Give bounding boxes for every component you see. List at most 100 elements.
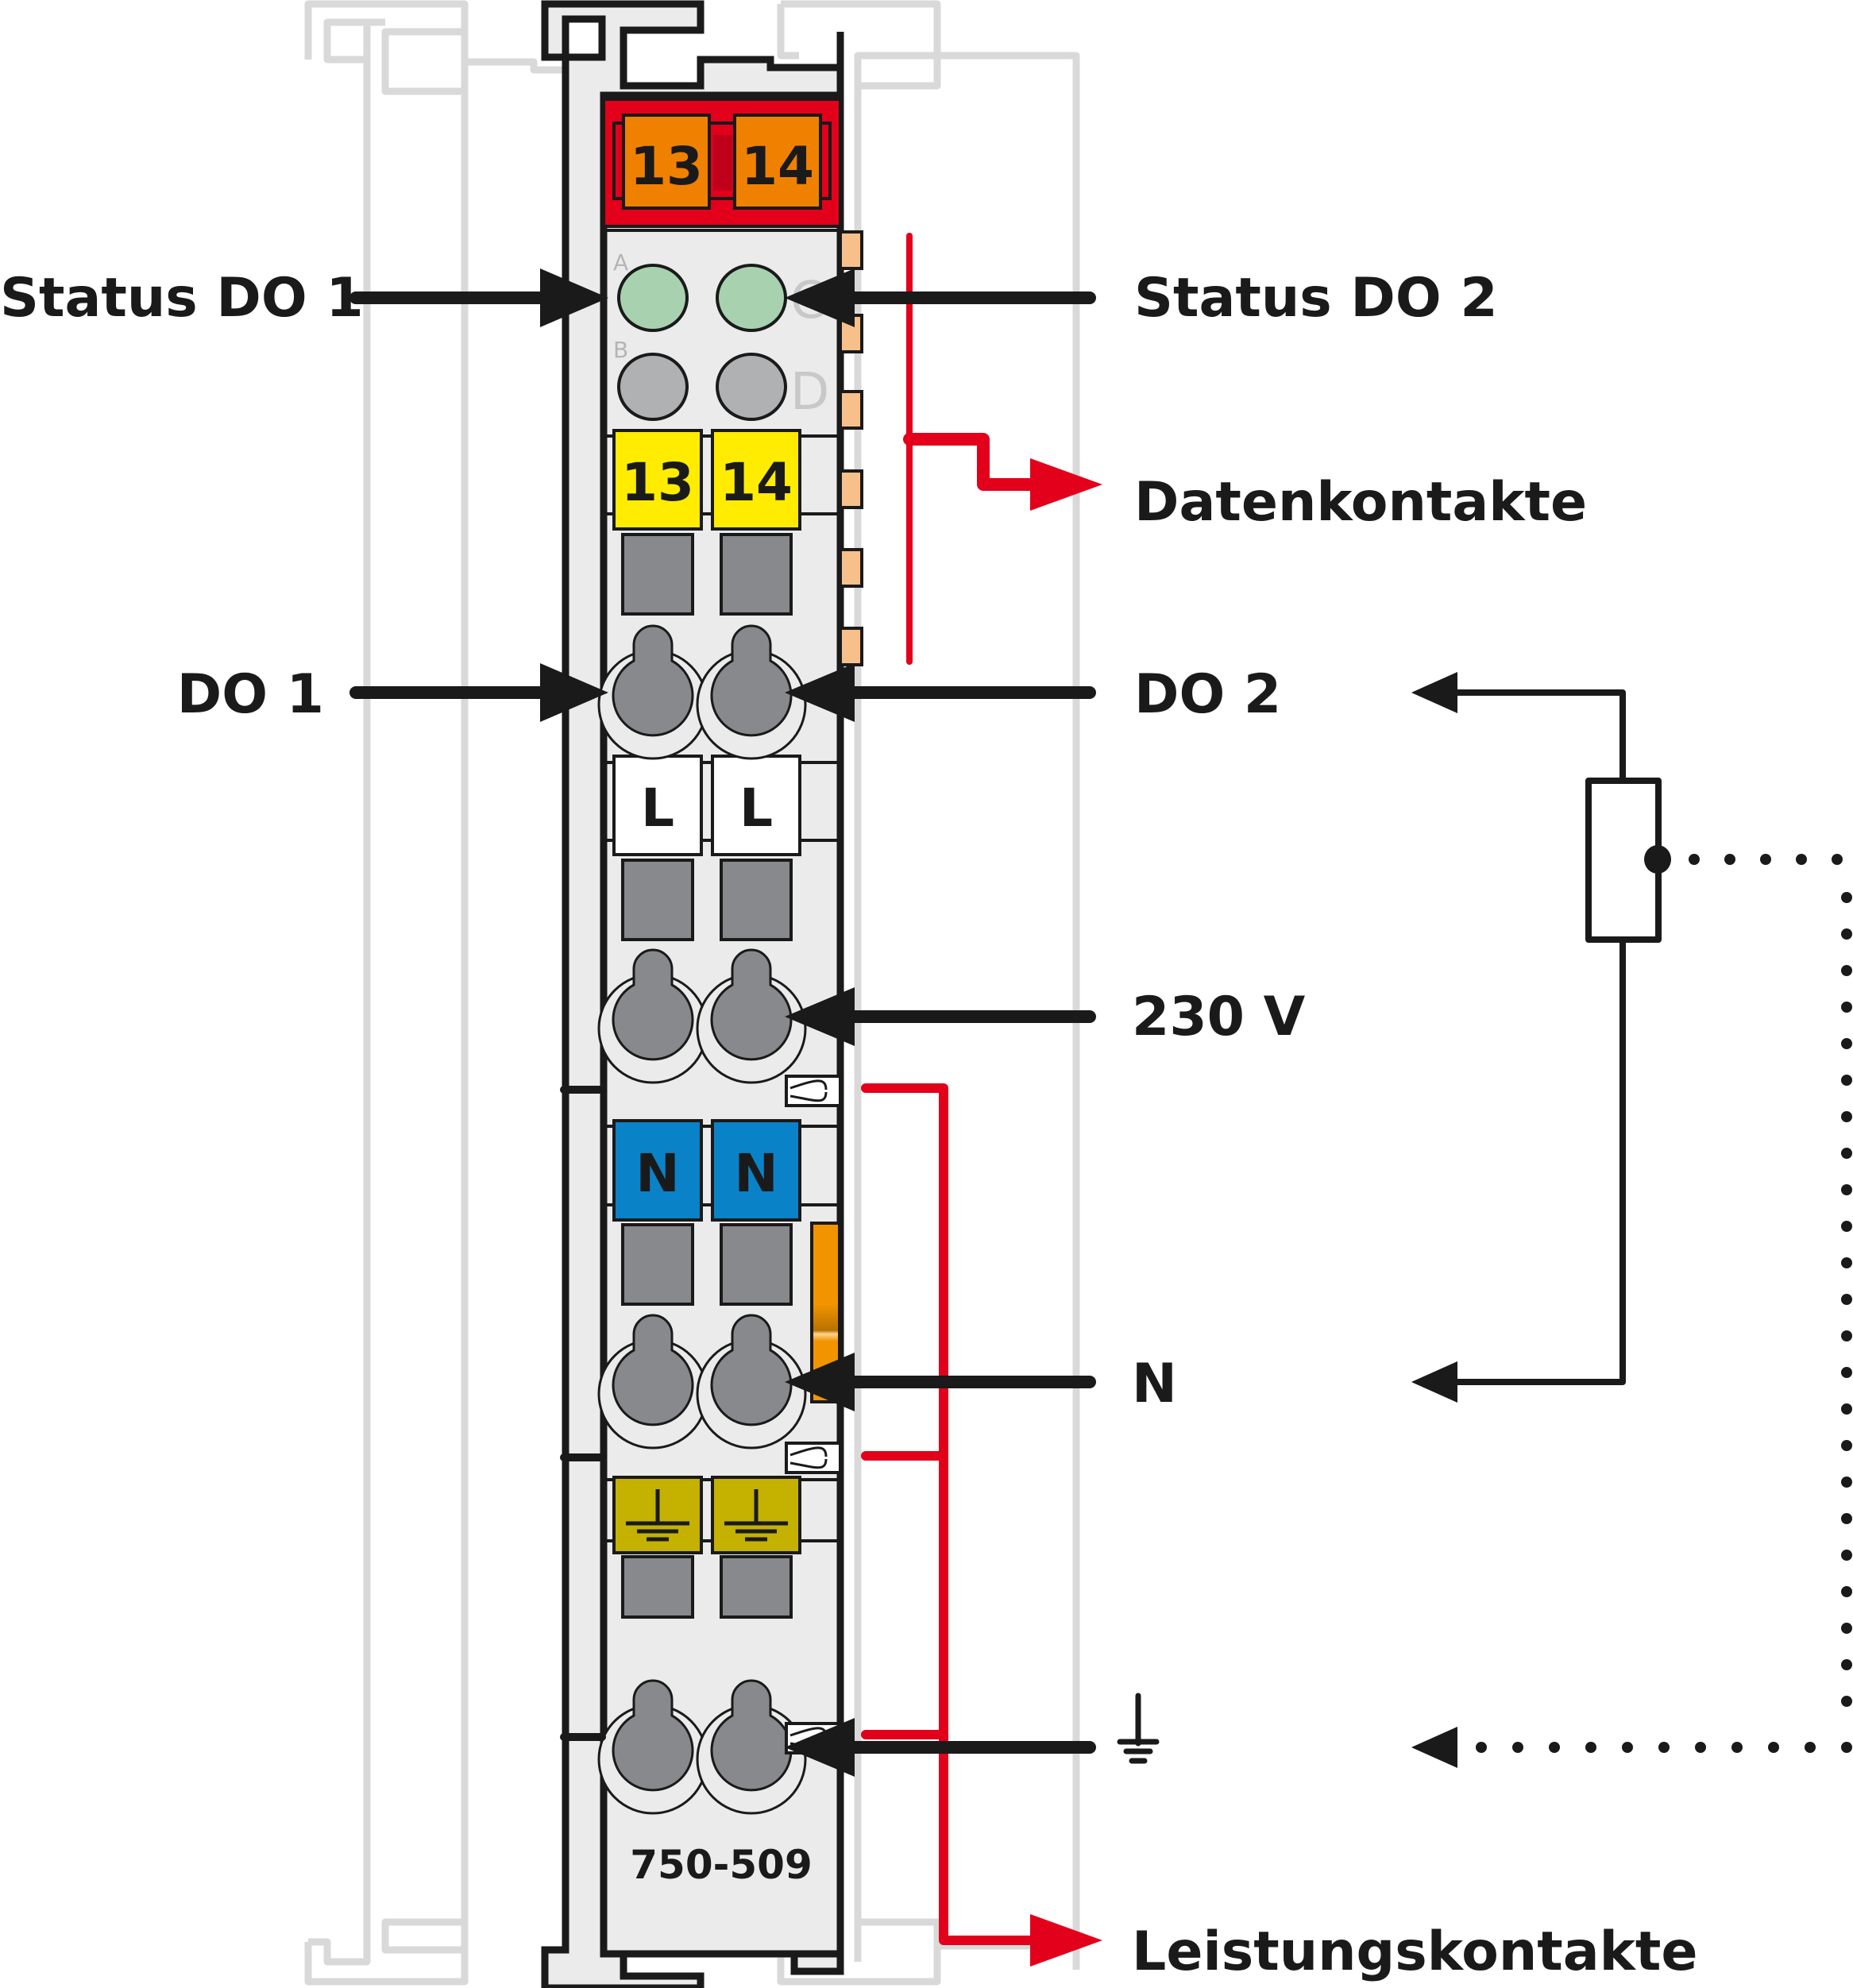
dot [1832,854,1843,865]
dot [1841,1111,1852,1122]
dot [1841,1659,1852,1670]
dot [1841,1294,1852,1305]
led-d [716,353,787,421]
status-led-do1 [617,264,689,332]
dot [1841,1038,1852,1049]
dot [1731,1742,1743,1753]
spring-clamp-opening[interactable] [710,948,793,1061]
dot [1768,1742,1779,1753]
label-leistungskontakte: Leistungskontakte [1132,1920,1697,1983]
dot [1658,1742,1670,1753]
line-tag-2: L [739,778,773,839]
spring-clamp-opening[interactable] [612,1679,694,1792]
io-module-750-509: 13 14 A B C D 13 14 [541,0,863,1988]
spring-clamp-opening[interactable] [710,1679,793,1792]
ghost-module-left [304,0,566,1986]
spring-clamps [597,624,807,1815]
dot [1841,928,1852,940]
dot [1841,1696,1852,1707]
arrow-load-earth [1411,1727,1457,1768]
label-do1: DO 1 [177,663,324,726]
line-tag-1: L [641,778,674,839]
arrow-load-do2 [1411,672,1457,713]
label-earth-icon [1117,1693,1160,1764]
dot [1724,854,1735,865]
dot [1841,1330,1852,1341]
signal-tag-14: 14 [720,452,793,513]
terminal-row-neutral: N N [604,1119,841,1403]
load-circuit [1453,689,1662,1385]
terminal-row-line: L L [604,755,840,941]
resistor-tap-dot [1644,845,1671,874]
dot [1585,1742,1596,1753]
dot [1841,1586,1852,1597]
dot [1841,1002,1852,1013]
dot [1841,1184,1852,1195]
data-contacts-bracket [903,233,1047,665]
earth-icon [626,1489,689,1542]
earth-icon [724,1489,788,1542]
dot [1805,1742,1816,1753]
led-b [617,353,689,421]
arrow-load-n [1411,1361,1457,1403]
dot [1796,854,1807,865]
arrow-230v [785,987,855,1046]
led-letter-a: A [613,249,628,276]
model-number: 750-509 [630,1842,813,1888]
neutral-tag-2: N [734,1143,778,1204]
header-tag-13-label: 13 [630,136,703,197]
arrow-n [785,1353,855,1411]
dot [1689,854,1700,865]
power-contacts-bracket [861,1083,1037,1945]
dot [1841,1513,1852,1524]
dot [1512,1742,1523,1753]
label-status-do2: Status DO 2 [1134,267,1498,330]
label-do2: DO 2 [1134,663,1281,726]
label-datenkontakte: Datenkontakte [1134,471,1587,534]
pointer-arrows [349,291,1096,1754]
arrow-do2 [785,663,855,722]
dot [1760,854,1771,865]
dot [1841,1148,1852,1159]
label-status-do1: Status DO 1 [0,267,364,330]
dot [1841,1440,1852,1451]
arrow-do1 [540,663,608,722]
spring-clamp-opening[interactable] [612,948,694,1061]
spring-clamp-opening[interactable] [710,1314,793,1426]
leistungskontakte-arrow [1030,1914,1102,1967]
dot [1841,1403,1852,1415]
dot [1841,1257,1852,1268]
dot [1841,1367,1852,1378]
dot [1841,1477,1852,1488]
dot [1841,1550,1852,1561]
earth-dotted-line [1476,854,1852,1753]
dot [1841,1623,1852,1634]
spring-clamp-opening[interactable] [710,624,793,737]
dot [1841,1221,1852,1232]
dot [1622,1742,1633,1753]
terminal-row-signal: 13 14 [604,429,840,616]
signal-tag-13: 13 [621,452,694,513]
header-tag-14 [733,114,822,210]
spring-clamp-opening[interactable] [612,624,694,737]
status-led-do2 [716,264,787,332]
left-ticks [560,1086,606,1741]
arrowheads [540,268,855,1777]
neutral-tag-1: N [635,1143,679,1204]
label-230v: 230 V [1132,986,1306,1048]
spring-clamp-opening[interactable] [612,1314,694,1426]
led-letter-d: D [790,363,829,422]
terminal-row-earth [604,1476,840,1619]
led-letter-b: B [613,337,628,363]
arrow-earth [785,1718,855,1777]
datenkontakte-arrow [1030,458,1102,511]
dot [1841,1075,1852,1086]
header-tag-14-label: 14 [741,136,814,197]
dot [1841,892,1852,903]
label-n: N [1132,1353,1177,1415]
dot [1841,1742,1852,1753]
header-tag-13 [622,114,711,210]
dot [1841,965,1852,976]
data-contacts [839,230,863,666]
